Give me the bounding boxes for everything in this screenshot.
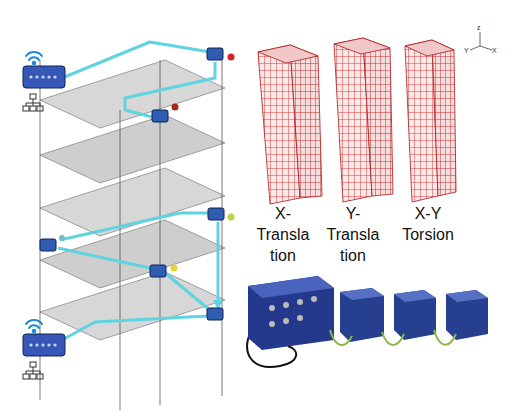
hardware-photo-part: [340, 288, 384, 342]
gateway-devices-part: [23, 66, 65, 88]
network-icons-part: [37, 374, 43, 379]
hardware-photo-part: [248, 276, 334, 350]
hardware-photo: [247, 276, 488, 367]
hardware-photo-part: [340, 288, 384, 300]
sensor-cables-part: [62, 42, 210, 78]
mode-label: X-Y Torsion: [392, 203, 464, 245]
mode-shape-models-part: [258, 45, 318, 63]
network-icons-part: [23, 106, 29, 111]
gateway-devices-part-part: [29, 75, 32, 78]
sensor-markers-part: [172, 104, 179, 111]
network-icons: [23, 94, 43, 379]
network-icons-part: [26, 99, 40, 106]
sensor-units-part: [208, 208, 224, 220]
sensor-markers-part: [228, 54, 235, 61]
sensor-cables-part: [164, 272, 212, 312]
sensor-markers-part: [171, 265, 178, 272]
network-icons-part: [30, 362, 36, 367]
gateway-devices-part-part: [41, 343, 44, 346]
hardware-photo-part-part: [283, 302, 289, 308]
hardware-photo-part: [394, 290, 436, 340]
gateway-devices-part-part: [35, 343, 38, 346]
mode-shape-models-part: [290, 45, 322, 198]
network-icons-part: [30, 94, 36, 99]
sensor-cables-part: [125, 62, 215, 117]
floor-slabs-part: [40, 115, 225, 183]
building-columns-part: [222, 48, 223, 396]
sensor-cables-part: [62, 316, 208, 340]
hardware-photo-part-part: [297, 299, 303, 305]
sensor-cables-part: [60, 213, 210, 240]
gateway-devices-part-part: [35, 75, 38, 78]
network-icons-part: [30, 374, 36, 379]
hardware-photo-part: [446, 290, 488, 302]
axis-label: Y: [464, 47, 474, 55]
axis-icon: [470, 32, 492, 50]
mode-shape-models-part: [363, 38, 393, 196]
gateway-devices-part-part: [47, 343, 50, 346]
wifi-icons-part: [26, 52, 42, 56]
floor-slabs-part: [40, 220, 225, 288]
sensor-units-part: [207, 308, 223, 320]
wifi-icons-part: [29, 57, 39, 60]
hardware-photo-part: [446, 290, 488, 340]
mode-label: Y- Transla tion: [320, 203, 386, 266]
floor-slabs-part: [40, 272, 225, 340]
gateway-devices-part: [29, 343, 56, 346]
mode-label: X- Transla tion: [250, 203, 316, 266]
gateway-devices-part-part: [53, 343, 56, 346]
floor-slabs-part: [40, 168, 225, 236]
floor-slabs: [40, 60, 225, 340]
floor-slabs-part: [40, 60, 225, 128]
sensor-units: [40, 48, 224, 320]
wifi-icons-part: [33, 330, 36, 333]
network-icons-part: [23, 374, 29, 379]
mode-shape-models-part: [432, 40, 456, 196]
sensor-markers-part: [228, 214, 235, 221]
hardware-photo-part-part: [297, 315, 303, 321]
sensor-units-part: [40, 239, 56, 251]
sensor-markers: [59, 54, 235, 272]
gateway-devices: [23, 66, 65, 356]
sensor-markers-part: [59, 235, 65, 241]
axis-label: X: [492, 47, 502, 55]
axis-icon-part: [470, 32, 492, 50]
wifi-icons-part: [26, 320, 42, 324]
gateway-devices-part: [23, 334, 65, 356]
gateway-devices-part-part: [41, 75, 44, 78]
building-columns: [40, 48, 222, 410]
gateway-devices-part-part: [29, 343, 32, 346]
network-icons-part: [30, 106, 36, 111]
gateway-devices-part: [29, 75, 56, 78]
hardware-photo-part: [248, 276, 334, 298]
sensor-cables-part: [58, 248, 150, 268]
hardware-photo-part-part: [269, 305, 275, 311]
hardware-photo-part-part: [311, 296, 317, 302]
wifi-icons-part: [33, 62, 36, 65]
hardware-photo-part: [394, 290, 436, 302]
sensor-units-part: [152, 110, 168, 122]
wifi-icons-part: [29, 325, 39, 328]
sensor-units-part: [207, 48, 223, 60]
mode-shape-models-part: [405, 40, 454, 56]
mode-shape-models-part: [334, 38, 390, 54]
mode-shape-models: [258, 38, 456, 204]
axis-label: z: [477, 24, 487, 32]
wifi-icons: [26, 52, 42, 332]
sensor-units-part: [150, 265, 166, 277]
gateway-devices-part-part: [47, 75, 50, 78]
network-icons-part: [37, 106, 43, 111]
hardware-photo-part-part: [283, 318, 289, 324]
sensor-cables-part: [217, 222, 220, 305]
network-icons-part: [26, 367, 40, 374]
sensor-cables: [58, 42, 218, 340]
gateway-devices-part-part: [53, 75, 56, 78]
hardware-photo-part: [330, 330, 456, 345]
hardware-photo-part-part: [269, 321, 275, 327]
hardware-photo-part: [269, 296, 317, 327]
